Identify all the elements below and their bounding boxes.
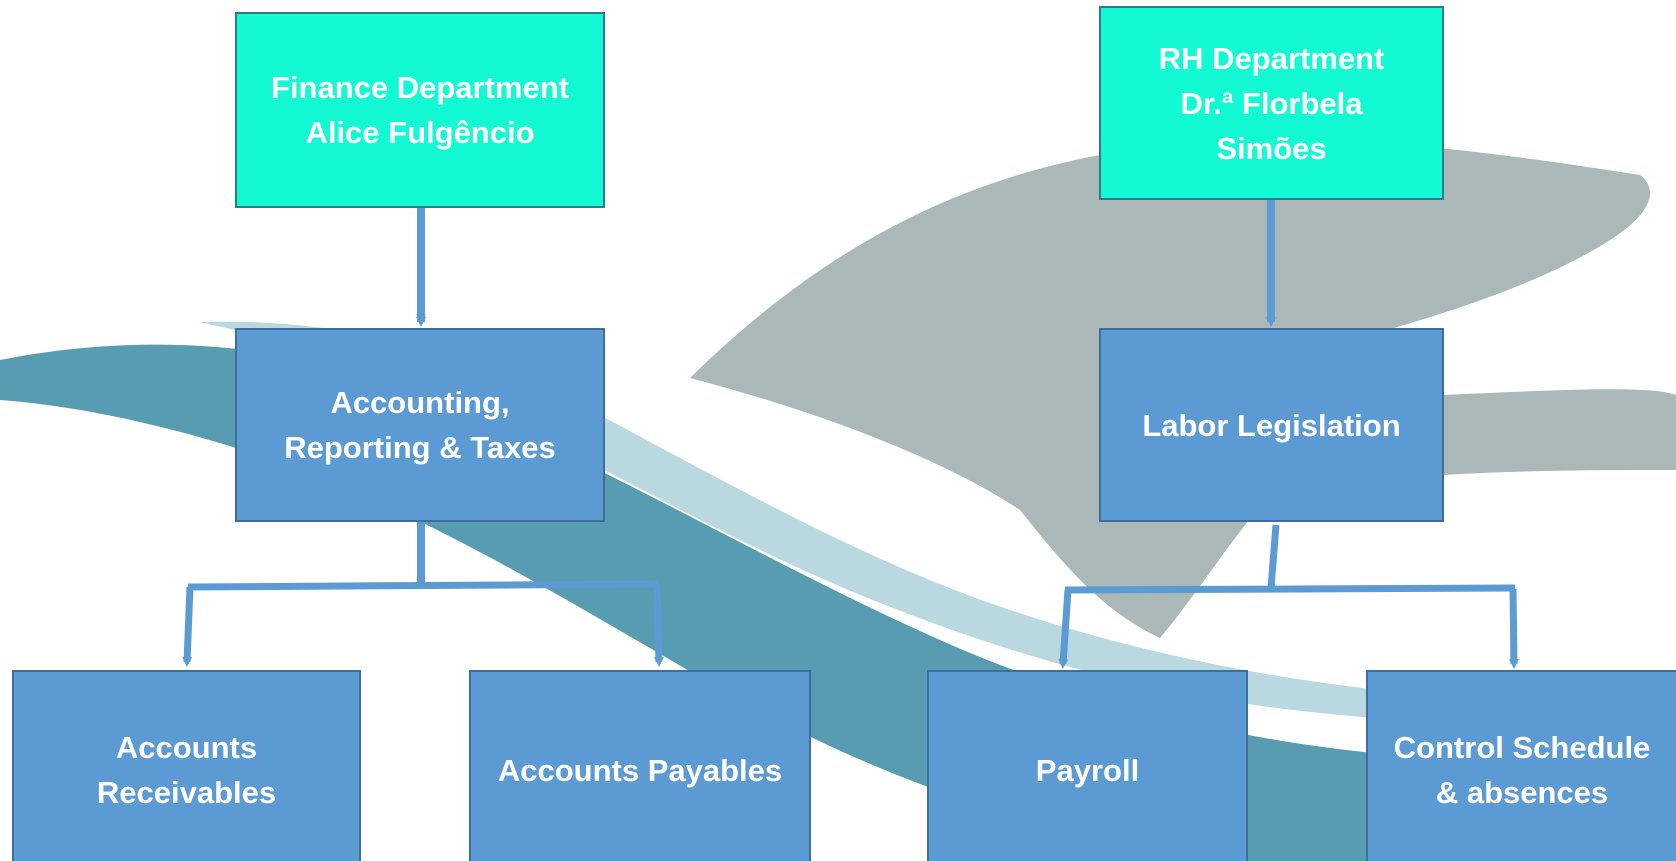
labor-legislation-box: Labor Legislation: [1099, 328, 1444, 522]
payroll-box: Payroll: [927, 670, 1248, 861]
connector-labor-down: [1267, 524, 1280, 589]
accounting-box: Accounting, Reporting & Taxes: [235, 328, 605, 522]
rh-department-box: RH Department Dr.ª Florbela Simões: [1099, 6, 1444, 200]
accounting-label: Accounting, Reporting & Taxes: [284, 385, 556, 465]
control-schedule-label: Control Schedule & absences: [1393, 730, 1651, 810]
finance-department-label: Finance Department Alice Fulgêncio: [270, 70, 569, 150]
connector-accounting-bar: [187, 580, 659, 591]
connector-to-receivables: [182, 586, 194, 667]
labor-legislation-label: Labor Legislation: [1142, 407, 1401, 443]
control-schedule-box: Control Schedule & absences: [1366, 670, 1676, 861]
watermark-grey-shape: [690, 139, 1676, 638]
connector-to-control: [1508, 588, 1519, 669]
accounts-receivables-label: Accounts Receivables: [96, 730, 277, 810]
rh-department-label: RH Department Dr.ª Florbela Simões: [1158, 40, 1385, 166]
connector-labor-bar: [1064, 584, 1516, 594]
payroll-label: Payroll: [1035, 752, 1140, 788]
finance-department-box: Finance Department Alice Fulgêncio: [235, 12, 605, 208]
connector-to-payroll: [1058, 589, 1072, 669]
accounts-payables-label: Accounts Payables: [497, 752, 783, 788]
accounts-payables-box: Accounts Payables: [469, 670, 811, 861]
connector-to-payables: [653, 584, 664, 667]
accounts-receivables-box: Accounts Receivables: [12, 670, 361, 861]
